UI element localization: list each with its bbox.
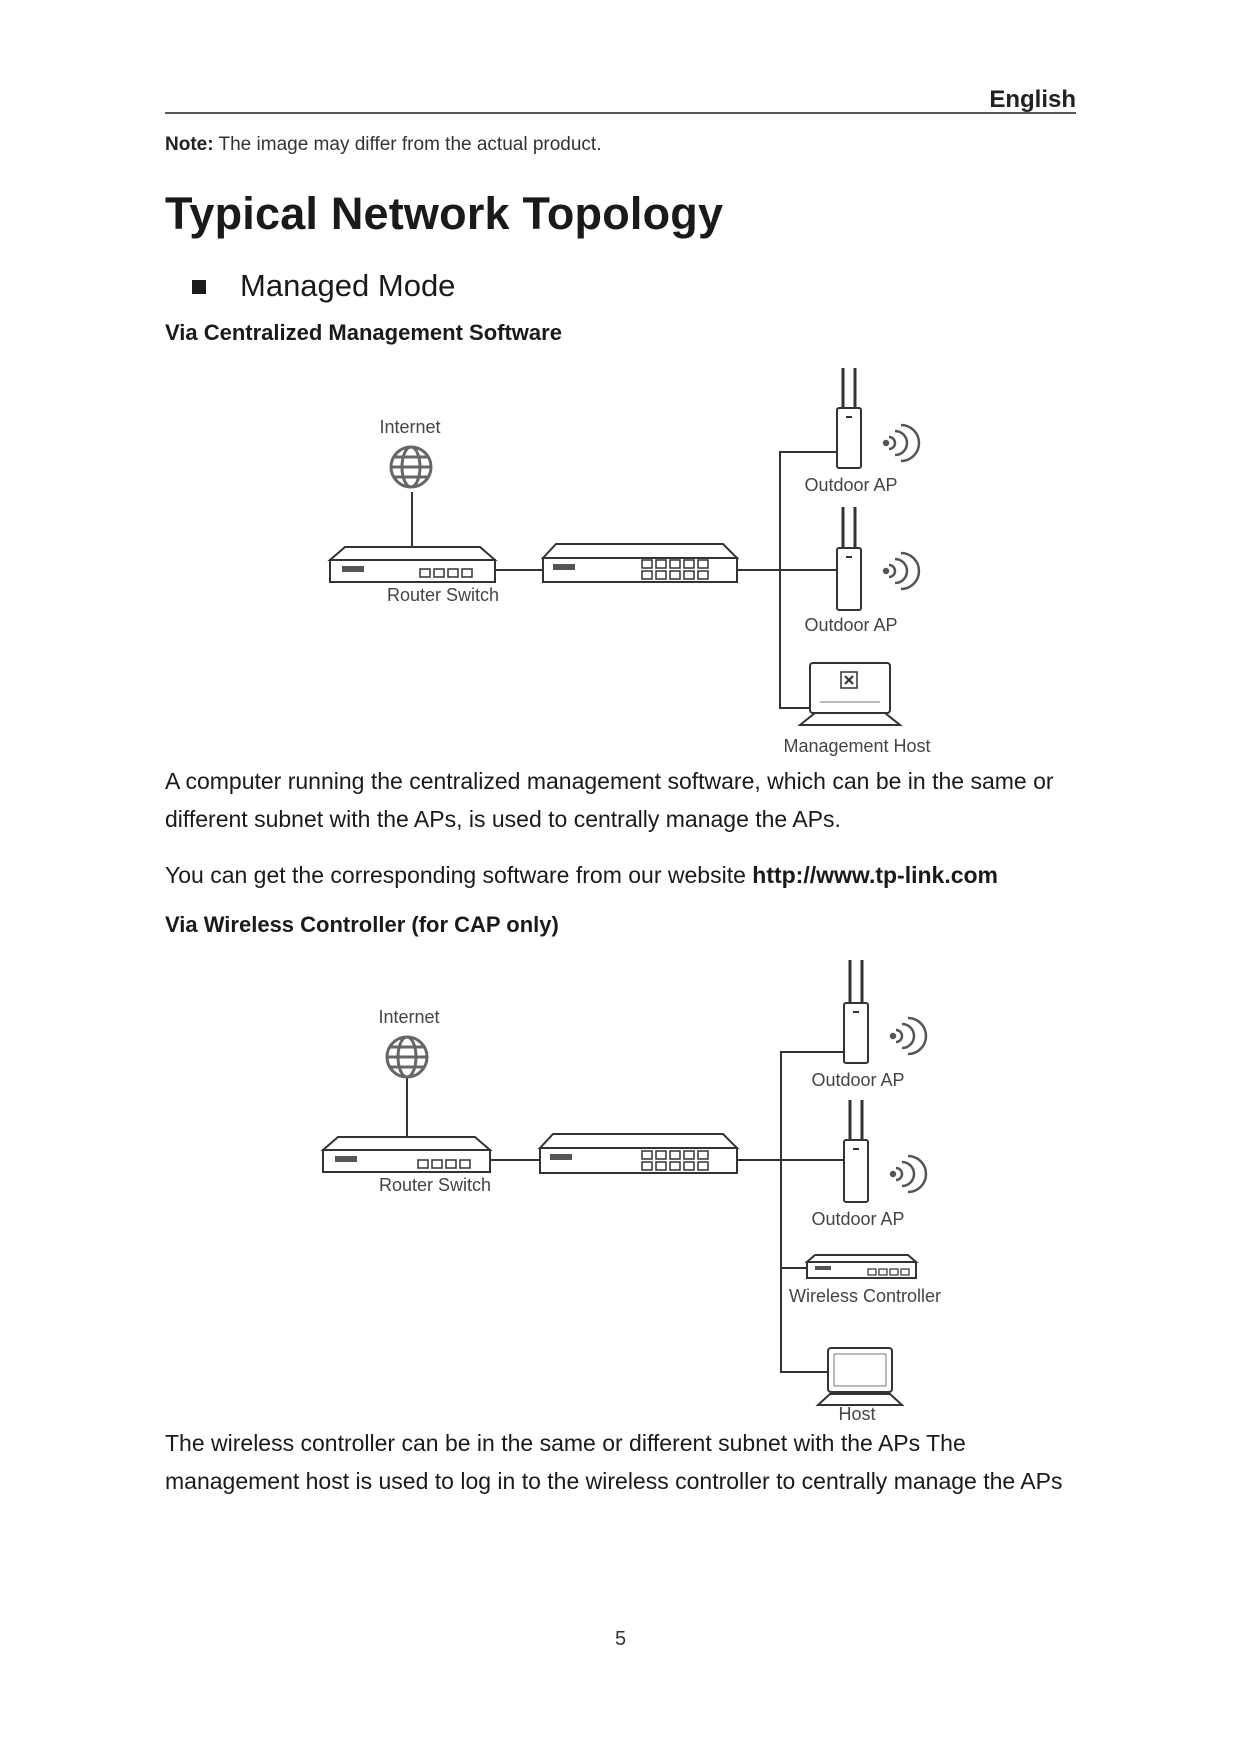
outdoor-ap-label-2: Outdoor AP <box>804 615 897 635</box>
topology-diagram-2: Internet Router Switch <box>0 950 1241 1440</box>
management-host-label: Management Host <box>783 736 930 756</box>
globe-icon <box>389 445 433 489</box>
header-rule <box>165 112 1076 114</box>
outdoor-ap-label-1: Outdoor AP <box>811 1070 904 1090</box>
router-switch-label: Router Switch <box>387 585 499 605</box>
host-label: Host <box>838 1404 875 1424</box>
section-heading: Managed Mode <box>240 268 456 303</box>
outdoor-ap-icon <box>843 1100 869 1203</box>
router-switch-icon <box>327 546 498 583</box>
note-label: Note: <box>165 134 214 155</box>
page-number: 5 <box>614 1628 627 1650</box>
switch-icon <box>540 543 740 583</box>
switch-icon <box>537 1133 740 1174</box>
wireless-controller-label: Wireless Controller <box>789 1286 941 1306</box>
bullet-square-icon <box>192 280 206 294</box>
internet-label: Internet <box>379 417 440 437</box>
part1-heading: Via Centralized Management Software <box>165 320 562 345</box>
website-link[interactable]: http://www.tp-link.com <box>752 862 998 888</box>
laptop-icon <box>815 1347 905 1406</box>
wifi-signal-icon <box>882 423 921 463</box>
topology-diagram-1: Internet Router Switch <box>0 360 1241 760</box>
paragraph-software-download: You can get the corresponding software f… <box>165 856 1095 894</box>
outdoor-ap-icon <box>843 960 869 1064</box>
paragraph-management-software: A computer running the centralized manag… <box>165 768 1054 832</box>
globe-icon <box>385 1035 429 1079</box>
note-text: The image may differ from the actual pro… <box>213 134 602 155</box>
outdoor-ap-icon <box>836 507 862 611</box>
internet-label: Internet <box>378 1007 439 1027</box>
wifi-signal-icon <box>882 551 921 591</box>
router-switch-label: Router Switch <box>379 1175 491 1195</box>
note: Note: The image may differ from the actu… <box>165 134 602 156</box>
wireless-controller-icon <box>804 1254 919 1279</box>
router-switch-icon <box>320 1136 493 1173</box>
page-title: Typical Network Topology <box>165 188 724 239</box>
wifi-signal-icon <box>889 1154 928 1194</box>
laptop-icon <box>797 662 903 726</box>
outdoor-ap-label-1: Outdoor AP <box>804 475 897 495</box>
part2-heading: Via Wireless Controller (for CAP only) <box>165 912 559 937</box>
download-text: You can get the corresponding software f… <box>165 862 753 888</box>
paragraph-wireless-controller: The wireless controller can be in the sa… <box>165 1430 1063 1494</box>
outdoor-ap-icon <box>836 368 862 469</box>
wifi-signal-icon <box>889 1016 928 1056</box>
language-label: English <box>989 86 1076 113</box>
outdoor-ap-label-2: Outdoor AP <box>811 1209 904 1229</box>
